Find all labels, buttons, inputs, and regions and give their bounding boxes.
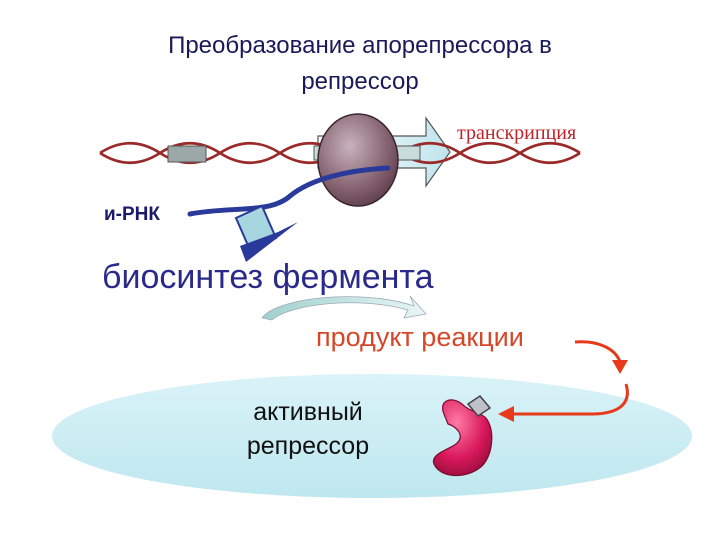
- enzyme-icon: [234, 204, 298, 262]
- active-repressor-label: активный репрессор: [228, 395, 388, 463]
- cell-region: [52, 374, 692, 498]
- promoter-box: [167, 145, 207, 163]
- diagram-title: Преобразование апорепрессора в репрессор: [60, 28, 660, 100]
- mrna-label: и-РНК: [104, 204, 160, 225]
- active-repressor-line-1: активный: [253, 398, 363, 426]
- title-line-1: Преобразование апорепрессора в: [168, 32, 552, 59]
- active-repressor-line-2: репрессор: [246, 432, 370, 460]
- corepressor-icon: [466, 395, 492, 417]
- mrna-strand: [187, 165, 391, 217]
- biosynthesis-curve-arrow: [261, 295, 427, 321]
- repressor-icon: [432, 399, 493, 477]
- title-line-2: репрессор: [301, 68, 419, 95]
- feedback-arrowhead-2: [498, 406, 514, 422]
- biosynthesis-label: биосинтез фермента: [102, 258, 434, 296]
- feedback-arrowhead-1: [612, 360, 628, 374]
- reaction-product-label: продукт реакции: [316, 322, 524, 352]
- transcription-label: транскрипция: [457, 122, 577, 144]
- feedback-arrow-return: [512, 383, 629, 416]
- feedback-arrow: [574, 340, 622, 363]
- rna-polymerase-icon: [317, 113, 399, 207]
